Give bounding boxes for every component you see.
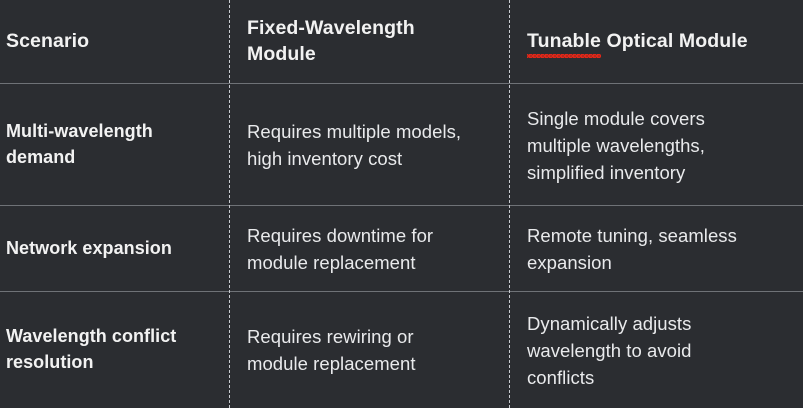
row-scenario-label: Wavelength conflict resolution — [6, 326, 177, 372]
header-label-fixed-wavelength-module: Fixed-Wavelength Module — [247, 17, 415, 65]
row-tunable-optical-text: Remote tuning, seamless expansion — [527, 225, 737, 273]
header-label-tunable-optical-module: Tunable Optical Module — [527, 29, 791, 58]
table-cell-tunable-optical: Remote tuning, seamless expansion — [509, 206, 803, 292]
row-fixed-wavelength-text: Requires downtime for module replacement — [247, 225, 434, 273]
row-scenario-label: Multi-wavelength demand — [6, 121, 153, 167]
header-label-tunable-rest: Optical Module — [601, 30, 748, 53]
table-header-cell-tunable-optical-module: Tunable Optical Module — [509, 0, 803, 84]
table-cell-tunable-optical: Single module covers multiple wavelength… — [509, 84, 803, 206]
row-tunable-optical-text: Dynamically adjusts wavelength to avoid … — [527, 312, 692, 388]
row-fixed-wavelength-text: Requires rewiring or module replacement — [247, 326, 416, 374]
spellcheck-word-tunable: Tunable — [527, 29, 602, 58]
row-scenario-label: Network expansion — [6, 238, 172, 259]
header-label-scenario: Scenario — [6, 30, 90, 53]
table-cell-tunable-optical: Dynamically adjusts wavelength to avoid … — [509, 292, 803, 408]
table-cell-fixed-wavelength: Requires multiple models, high inventory… — [229, 84, 509, 206]
table-row: Network expansion — [0, 206, 229, 292]
table-header-cell-fixed-wavelength-module: Fixed-Wavelength Module — [229, 0, 509, 84]
table-row: Wavelength conflict resolution — [0, 292, 229, 408]
table-cell-fixed-wavelength: Requires downtime for module replacement — [229, 206, 509, 292]
table-row: Multi-wavelength demand — [0, 84, 229, 206]
table-cell-fixed-wavelength: Requires rewiring or module replacement — [229, 292, 509, 408]
table-header-cell-scenario: Scenario — [0, 0, 229, 84]
row-tunable-optical-text: Single module covers multiple wavelength… — [527, 107, 705, 183]
row-fixed-wavelength-text: Requires multiple models, high inventory… — [247, 121, 462, 169]
